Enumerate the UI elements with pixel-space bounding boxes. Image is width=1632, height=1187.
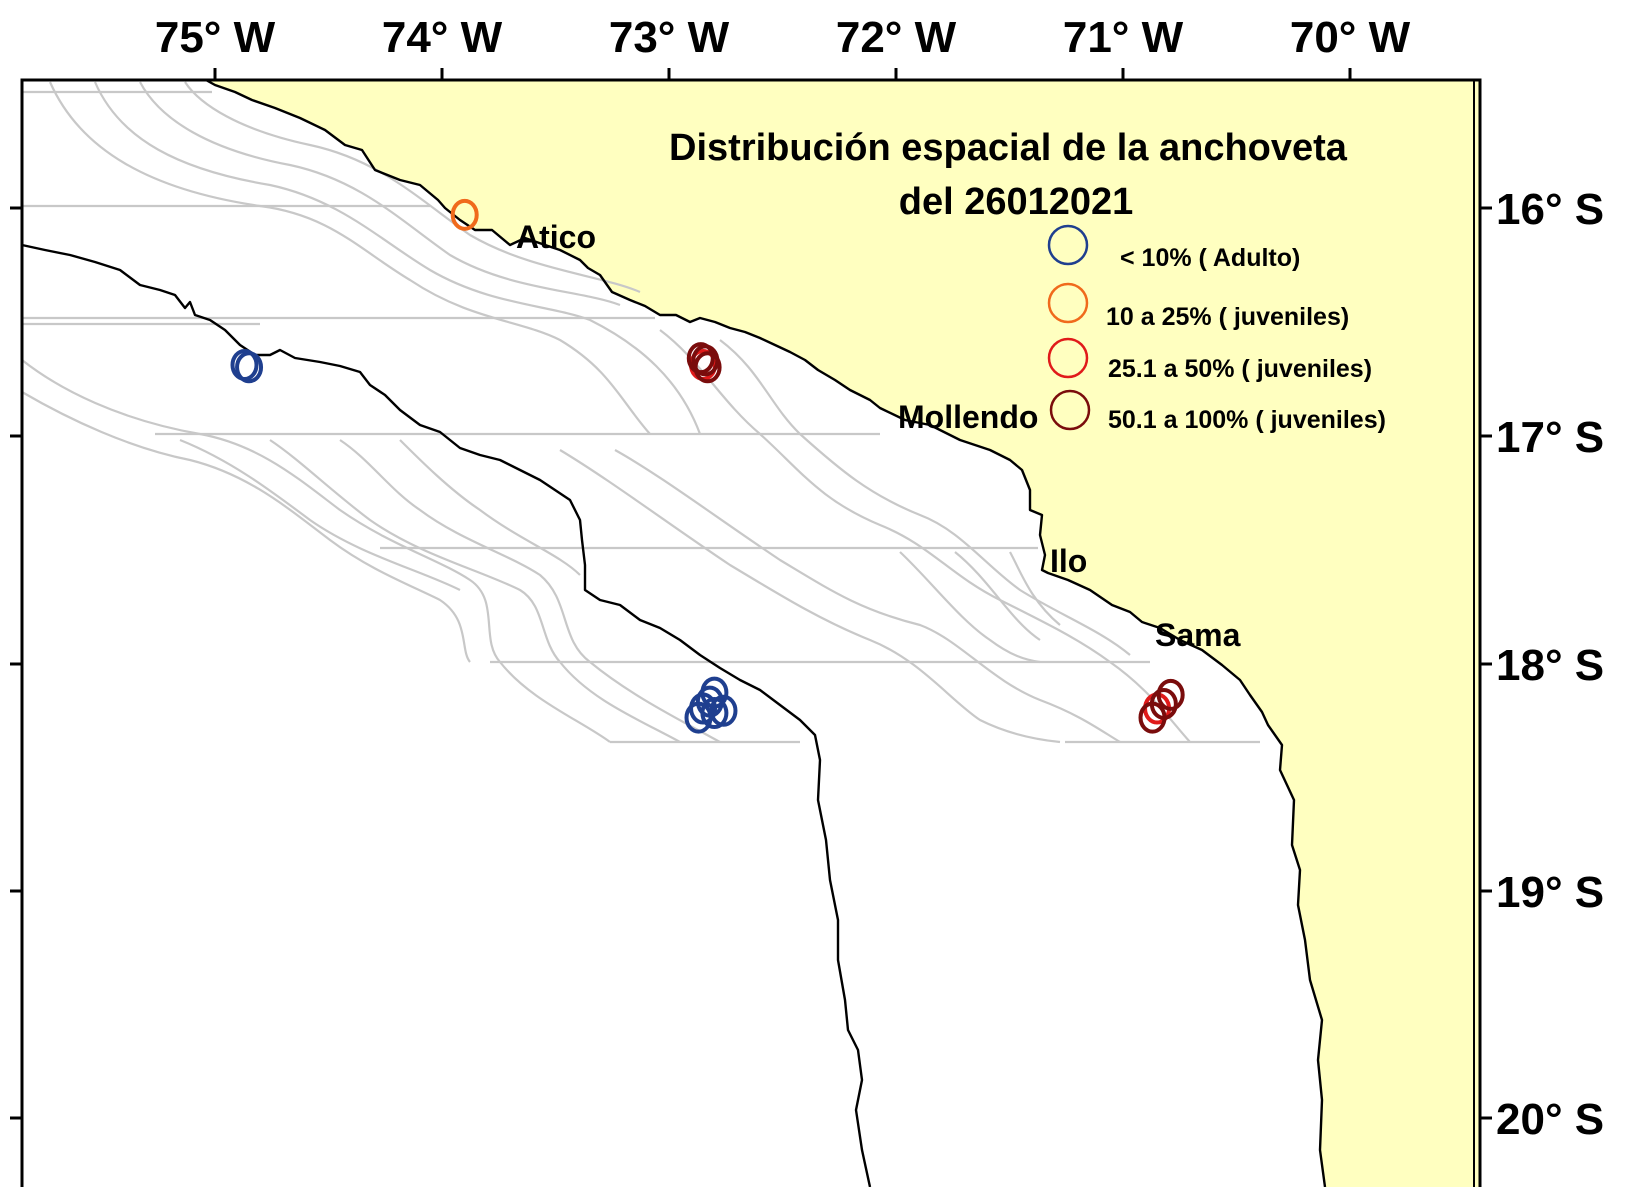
lat-label-16: 16° S <box>1496 185 1604 234</box>
observation-marker-adult <box>700 697 729 730</box>
place-sama: Sama <box>1155 617 1241 653</box>
legend-symbol-juv-50-100 <box>1049 389 1091 431</box>
legend-label-juv-50-100: 50.1 a 100% ( juveniles) <box>1108 406 1386 434</box>
legend: < 10% ( Adulto) 10 a 25% ( juveniles) 25… <box>1047 224 1386 434</box>
coastline-secondary <box>21 243 872 1187</box>
place-labels: Atico Mollendo Ilo Sama <box>516 219 1241 653</box>
observation-marker-juv-50-100 <box>1156 678 1185 711</box>
map-title-line1: Distribución espacial de la anchoveta <box>669 127 1348 169</box>
legend-symbol-adult <box>1047 224 1089 266</box>
lon-label-74: 74° W <box>382 13 503 62</box>
place-mollendo: Mollendo <box>898 399 1038 435</box>
axis-ticks <box>10 68 1492 1120</box>
lat-label-19: 19° S <box>1496 868 1604 917</box>
lon-label-75: 75° W <box>155 13 276 62</box>
latitude-labels: 16° S 17° S 18° S 19° S 20° S <box>1496 185 1604 1144</box>
legend-label-juv-10-25: 10 a 25% ( juveniles) <box>1106 303 1349 331</box>
lat-label-18: 18° S <box>1496 641 1604 690</box>
observation-marker-juv-50-100 <box>693 351 722 384</box>
legend-symbol-juv-10-25 <box>1047 282 1089 324</box>
legend-label-adult: < 10% ( Adulto) <box>1120 244 1300 272</box>
observation-marker-adult <box>230 348 259 381</box>
observation-marker-juv-10-25 <box>450 198 479 231</box>
observation-marker-juv-50-100 <box>686 342 715 375</box>
map-title-line2: del 26012021 <box>899 181 1134 223</box>
longitude-labels: 75° W 74° W 73° W 72° W 71° W 70° W <box>155 13 1411 62</box>
lon-label-73: 73° W <box>609 13 730 62</box>
zone-grid-lines <box>21 81 1260 744</box>
legend-symbol-juv-25-50 <box>1047 337 1089 379</box>
lat-label-17: 17° S <box>1496 413 1604 462</box>
legend-label-juv-25-50: 25.1 a 50% ( juveniles) <box>1108 355 1372 383</box>
observation-marker-juv-50-100 <box>1138 701 1167 734</box>
lon-label-71: 71° W <box>1063 13 1184 62</box>
map-frame <box>20 78 1482 1187</box>
lon-label-70: 70° W <box>1290 13 1411 62</box>
observation-marker-adult <box>684 701 713 734</box>
lon-label-72: 72° W <box>836 13 957 62</box>
place-ilo: Ilo <box>1050 543 1087 579</box>
place-atico: Atico <box>516 219 596 255</box>
land-area <box>206 80 1480 1187</box>
observation-markers <box>230 198 1185 734</box>
lat-label-20: 20° S <box>1496 1095 1604 1144</box>
